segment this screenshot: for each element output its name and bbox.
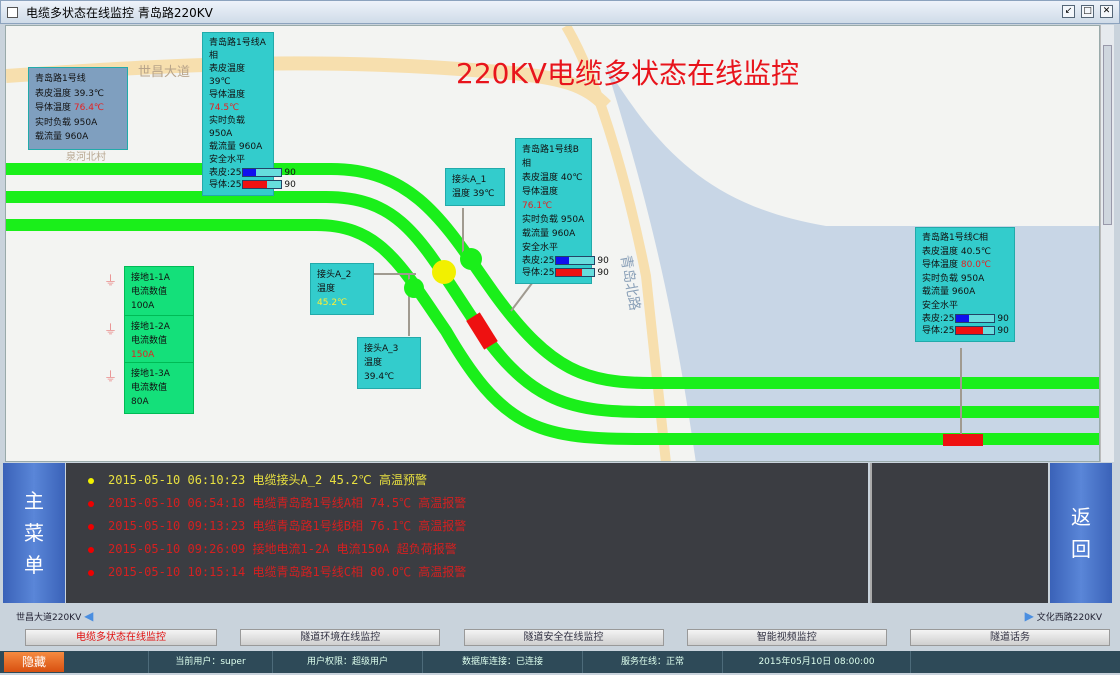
back-button[interactable]: 返回 xyxy=(1050,463,1112,603)
cable-phase-c[interactable] xyxy=(6,219,1100,445)
road-label: 世昌大道 xyxy=(138,65,190,80)
next-arrow-icon: ▶ xyxy=(1024,609,1034,623)
alarm-dot-icon xyxy=(88,569,94,576)
joint-node-alarm[interactable] xyxy=(432,260,456,284)
alarm-item[interactable]: 2015-05-10 06:10:23 电缆接头A_2 45.2℃ 高温预警 xyxy=(88,469,868,492)
conductor-level-bar xyxy=(554,268,595,277)
fault-marker[interactable] xyxy=(466,312,498,350)
alarm-item[interactable]: 2015-05-10 09:26:09 接地电流1-2A 电流150A 超负荷报… xyxy=(88,538,868,561)
status-bar: 隐藏 当前用户：super 用户权限：超级用户 数据库连接：已连接 服务在线：正… xyxy=(0,651,1120,673)
phase-panel[interactable]: 青岛路1号线B相 表皮温度 40℃ 导体温度 76.1℃ 实时负载 950A 载… xyxy=(515,138,609,284)
alarm-dot-icon xyxy=(88,477,94,484)
ground-icon: ⏚ xyxy=(104,274,118,289)
station-nav: 世昌大道220KV ◀ ▶ 文化西路220KV xyxy=(0,605,1120,625)
tab-tunnel-security[interactable]: 隧道安全在线监控 xyxy=(463,629,664,646)
close-button[interactable]: ✕ xyxy=(1100,5,1113,18)
conductor-temp: 74.5℃ xyxy=(209,103,240,113)
alarm-side-panel xyxy=(870,463,1048,603)
alarm-item[interactable]: 2015-05-10 10:15:14 电缆青岛路1号线C相 80.0℃ 高温报… xyxy=(88,561,868,584)
alarm-item[interactable]: 2015-05-10 09:13:23 电缆青岛路1号线B相 76.1℃ 高温报… xyxy=(88,515,868,538)
line-summary-panel[interactable]: 青岛路1号线 表皮温度 39.3℃ 导体温度 76.4℃ 实时负载 950A 载… xyxy=(28,67,128,150)
tab-tunnel-phone[interactable]: 隧道话务 xyxy=(910,629,1110,646)
map-view[interactable]: 世昌大道 青岛北路 泉河北村 220KV电缆多状态在线监控 青岛路1号线 表皮温… xyxy=(5,25,1100,462)
phase-name: 青岛路1号线A相 xyxy=(209,38,266,61)
cable-lines xyxy=(6,163,1100,445)
skin-level-bar xyxy=(954,314,995,323)
prev-arrow-icon: ◀ xyxy=(84,609,94,623)
module-tabs: 电缆多状态在线监控 隧道环境在线监控 隧道安全在线监控 智能视频监控 隧道话务 xyxy=(25,629,1110,647)
ground-icon: ⏚ xyxy=(104,370,118,385)
phase-name: 青岛路1号线C相 xyxy=(922,233,989,243)
window-title: 电缆多状态在线监控 青岛路220KV xyxy=(26,5,213,20)
phase-name: 青岛路1号线B相 xyxy=(522,145,579,169)
fault-marker[interactable] xyxy=(943,434,983,446)
page-title: 220KV电缆多状态在线监控 xyxy=(456,57,799,90)
skin-temp: 39.3℃ xyxy=(73,88,105,99)
current-user: 当前用户：super xyxy=(148,651,272,673)
title-bar: 电缆多状态在线监控 青岛路220KV ↙ □ ✕ xyxy=(0,0,1120,24)
conductor-temp: 76.4℃ xyxy=(73,103,105,113)
window-icon xyxy=(7,6,18,18)
ground-icon: ⏚ xyxy=(104,323,118,338)
prev-station-link[interactable]: 世昌大道220KV ◀ xyxy=(16,609,94,623)
conductor-temp: 76.1℃ xyxy=(522,201,553,211)
road-label: 泉河北村 xyxy=(66,150,106,163)
conductor-level-bar xyxy=(241,180,282,189)
road-qingdao-north xyxy=(561,26,671,461)
joint-node[interactable] xyxy=(460,248,482,270)
skin-temp: 40.5℃ xyxy=(960,246,992,257)
next-station-link[interactable]: ▶ 文化西路220KV xyxy=(1024,609,1102,623)
skin-level-bar xyxy=(241,168,282,177)
db-status: 数据库连接：已连接 xyxy=(422,651,582,673)
hide-button[interactable]: 隐藏 xyxy=(4,652,64,672)
conductor-temp: 80.0℃ xyxy=(960,260,992,270)
alarm-dot-icon xyxy=(88,546,94,553)
tab-tunnel-environment[interactable]: 隧道环境在线监控 xyxy=(240,629,441,646)
datetime: 2015年05月10日 08:00:00 xyxy=(722,651,910,673)
cable-phase-a[interactable] xyxy=(6,163,1100,389)
alarm-dot-icon xyxy=(88,523,94,530)
conductor-level-bar xyxy=(954,326,995,335)
sea-area xyxy=(606,66,1099,461)
phase-panel[interactable]: 青岛路1号线C相 表皮温度 40.5℃ 导体温度 80.0℃ 实时负载 950A… xyxy=(915,227,1015,342)
tab-video[interactable]: 智能视频监控 xyxy=(686,629,887,646)
skin-level-bar xyxy=(554,256,595,265)
tab-cable-monitor[interactable]: 电缆多状态在线监控 xyxy=(25,629,217,646)
main-menu-button[interactable]: 主菜单 xyxy=(3,463,65,603)
vertical-scrollbar[interactable] xyxy=(1100,25,1114,462)
restore-button[interactable]: ↙ xyxy=(1062,5,1075,18)
alarm-dot-icon xyxy=(88,500,94,507)
phase-panel[interactable]: 青岛路1号线A相 表皮温度 39℃ 导体温度 74.5℃ 实时负载 950A 载… xyxy=(202,32,296,196)
joint-node[interactable] xyxy=(404,278,424,298)
cable-phase-b[interactable] xyxy=(6,191,1100,418)
service-status: 服务在线：正常 xyxy=(582,651,722,673)
maximize-button[interactable]: □ xyxy=(1081,5,1094,18)
alarm-item[interactable]: 2015-05-10 06:54:18 电缆青岛路1号线A相 74.5℃ 高温报… xyxy=(88,492,868,515)
skin-temp: 39℃ xyxy=(209,77,231,87)
skin-temp: 40℃ xyxy=(560,173,583,183)
line-name: 青岛路1号线 xyxy=(35,74,86,84)
user-permission: 用户权限：超级用户 xyxy=(272,651,422,673)
